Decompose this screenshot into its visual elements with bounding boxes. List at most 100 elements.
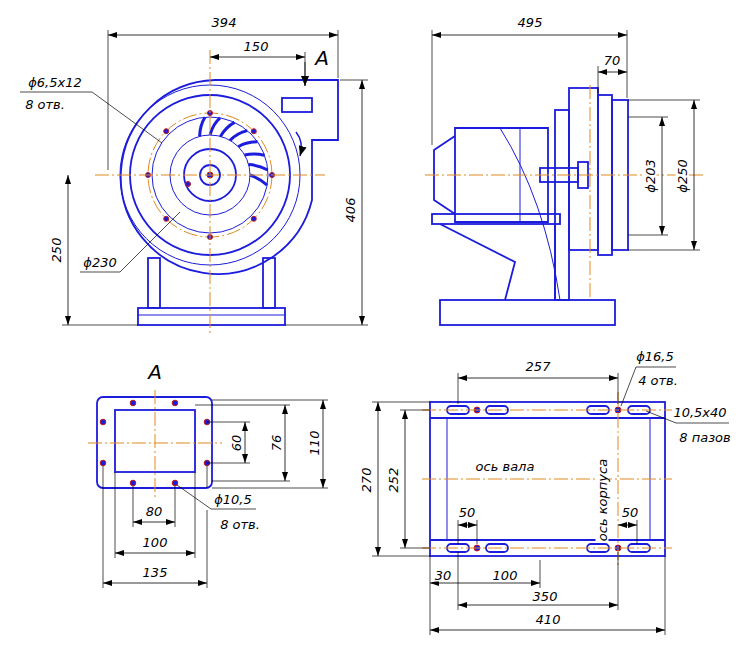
front-view-part (80, 212, 180, 272)
base-frame-view-part (430, 417, 665, 419)
front-view-part (304, 62, 305, 86)
view-a-part (130, 480, 136, 486)
front-view-part (95, 175, 325, 176)
view-a-part (195, 405, 290, 406)
front-view-part (121, 80, 338, 274)
view-a-part (133, 486, 134, 527)
base-frame-view-part (637, 520, 638, 544)
base-frame-view-part (430, 556, 431, 635)
dimension: 76 (270, 434, 283, 453)
base-frame-view-part (458, 525, 477, 526)
side-view-part (432, 35, 627, 36)
base-frame-view-part (378, 402, 379, 556)
view-a-part (245, 422, 246, 463)
side-view-part (628, 250, 700, 251)
side-view (425, 30, 705, 325)
dimension: 250 (50, 237, 63, 264)
dimension: 394 (211, 16, 238, 29)
base-frame-view-part (458, 520, 459, 544)
axis-label: ось корпуса (596, 458, 609, 542)
slot-note: 10,5x40 (672, 406, 727, 419)
axis-label: ось вала (475, 460, 536, 473)
base-frame-view-part (430, 583, 540, 584)
front-view-part-part (245, 154, 265, 155)
view-a-part (133, 522, 175, 523)
view-a-part (207, 422, 250, 423)
base-frame-view-part (422, 548, 672, 549)
view-a-part (207, 463, 250, 464)
base-frame-view-part (665, 556, 666, 635)
view-a-part (207, 510, 208, 588)
side-view-part (432, 30, 433, 145)
side-view-part (432, 214, 560, 224)
base-frame-view-part (618, 552, 619, 610)
dimension: ϕ203 (644, 158, 657, 193)
side-view-part (425, 175, 705, 176)
view-a-part (115, 553, 195, 554)
side-view-part (628, 100, 700, 101)
base-frame-view-part (458, 378, 618, 379)
view-a-part (195, 472, 196, 558)
view-a-part (207, 466, 208, 488)
front-view-part (108, 35, 338, 36)
dimension: 50 (458, 506, 477, 519)
front-view-part-part (220, 122, 234, 136)
view-a-part (177, 485, 256, 509)
front-view-part (338, 30, 339, 78)
dimension: 135 (142, 566, 169, 579)
front-view-part-part (251, 216, 256, 221)
base-frame-view-part (458, 552, 459, 610)
base-frame-view-part (422, 479, 672, 480)
view-a-part (103, 466, 104, 588)
front-view-part (282, 98, 312, 112)
base-frame-view-part (372, 402, 430, 403)
dimension: 270 (360, 467, 373, 494)
base-frame-view-part (405, 410, 406, 548)
side-view-part (590, 85, 591, 300)
front-view-part (285, 325, 368, 326)
front-view-part (62, 325, 138, 326)
base-frame-view-part (618, 392, 619, 566)
front-view-part (296, 132, 301, 156)
hole-note: 8 отв. (24, 98, 66, 111)
view-a-part (212, 481, 290, 482)
front-view-part (340, 80, 368, 81)
dimension: 495 (517, 16, 544, 29)
dimension: 70 (603, 54, 622, 67)
dimension: ϕ230 (82, 256, 117, 269)
front-view-part (263, 258, 275, 308)
front-view-part (108, 30, 109, 170)
view-a-part (175, 486, 176, 527)
front-view-part-part (186, 182, 191, 187)
front-view-part-part (200, 117, 205, 136)
side-view-part (569, 88, 598, 250)
view-a-part (155, 390, 156, 498)
side-view-part (598, 66, 599, 93)
dimension: 100 (142, 536, 169, 549)
hole-note: 8 отв. (219, 518, 261, 531)
hole-note: ϕ16,5 (635, 350, 675, 363)
dimension: 150 (243, 40, 270, 53)
hole-note: ϕ6,5x12 (27, 76, 83, 89)
front-view-part (210, 50, 211, 335)
side-view-part (694, 100, 695, 250)
view-a (88, 390, 328, 588)
hole-note: 4 отв. (637, 374, 679, 387)
front-view-part-part (251, 129, 256, 134)
base-frame-view-part (477, 520, 478, 544)
base-frame-view-part (430, 539, 665, 541)
view-label: A (147, 362, 163, 382)
view-a-part (285, 405, 286, 481)
front-view-part-part (230, 131, 247, 141)
base-frame-view (372, 367, 729, 635)
dimension: 60 (230, 434, 243, 453)
base-frame-view-part (372, 556, 430, 557)
base-frame-view-part (540, 560, 541, 588)
front-view-part-part (238, 142, 257, 147)
side-view-part (598, 72, 627, 73)
dimension: 252 (387, 467, 400, 494)
base-frame-view-part (422, 410, 672, 411)
